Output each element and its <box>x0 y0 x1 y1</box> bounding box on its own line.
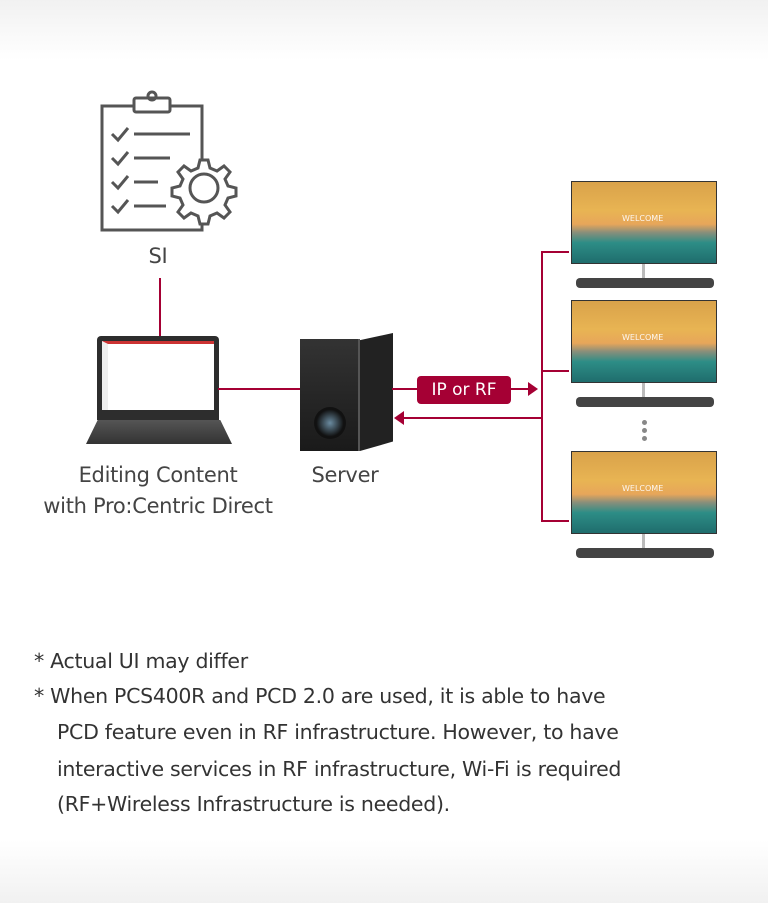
ellipsis-dot <box>642 436 647 441</box>
note-2: * When PCS400R and PCD 2.0 are used, it … <box>34 684 606 708</box>
ellipsis-dot <box>642 428 647 433</box>
tv-welcome-text: WELCOME <box>622 214 664 223</box>
tv-welcome-text: WELCOME <box>622 484 664 493</box>
tv-branch <box>541 370 569 372</box>
note-2-cont: PCD feature even in RF infrastructure. H… <box>57 720 619 744</box>
ellipsis-dot <box>642 420 647 425</box>
tv-stand <box>642 534 645 548</box>
tv-icon: WELCOME <box>571 300 717 383</box>
note-2-cont: (RF+Wireless Infrastructure is needed). <box>57 792 450 816</box>
tv-stand <box>642 264 645 278</box>
arrow-out-line <box>392 388 418 390</box>
connector-si-laptop <box>159 278 161 338</box>
editing-label-line2: with Pro:Centric Direct <box>43 494 273 518</box>
tv-stand <box>642 383 645 397</box>
server-label: Server <box>311 463 379 487</box>
tv-icon: WELCOME <box>571 451 717 534</box>
tv-icon: WELCOME <box>571 181 717 264</box>
tv-base <box>576 278 714 288</box>
editing-label-line1: Editing Content <box>78 463 238 487</box>
si-label: SI <box>148 244 168 268</box>
tv-welcome-text: WELCOME <box>622 333 664 342</box>
arrow-right-icon <box>528 382 538 396</box>
note-2-cont: interactive services in RF infrastructur… <box>57 757 622 781</box>
tv-branch <box>541 251 569 253</box>
tv-base <box>576 548 714 558</box>
laptop-icon <box>86 336 232 446</box>
connector-laptop-server <box>218 388 302 390</box>
arrow-return-line <box>404 417 542 419</box>
arrow-out-line-right <box>511 388 529 390</box>
arrow-left-icon <box>394 411 404 425</box>
tv-bus-line <box>541 251 543 522</box>
note-1: * Actual UI may differ <box>34 649 248 673</box>
tv-base <box>576 397 714 407</box>
clipboard-checklist-gear-icon <box>100 90 238 232</box>
server-tower-icon <box>300 333 393 451</box>
connection-badge: IP or RF <box>417 376 511 404</box>
tv-branch <box>541 520 569 522</box>
